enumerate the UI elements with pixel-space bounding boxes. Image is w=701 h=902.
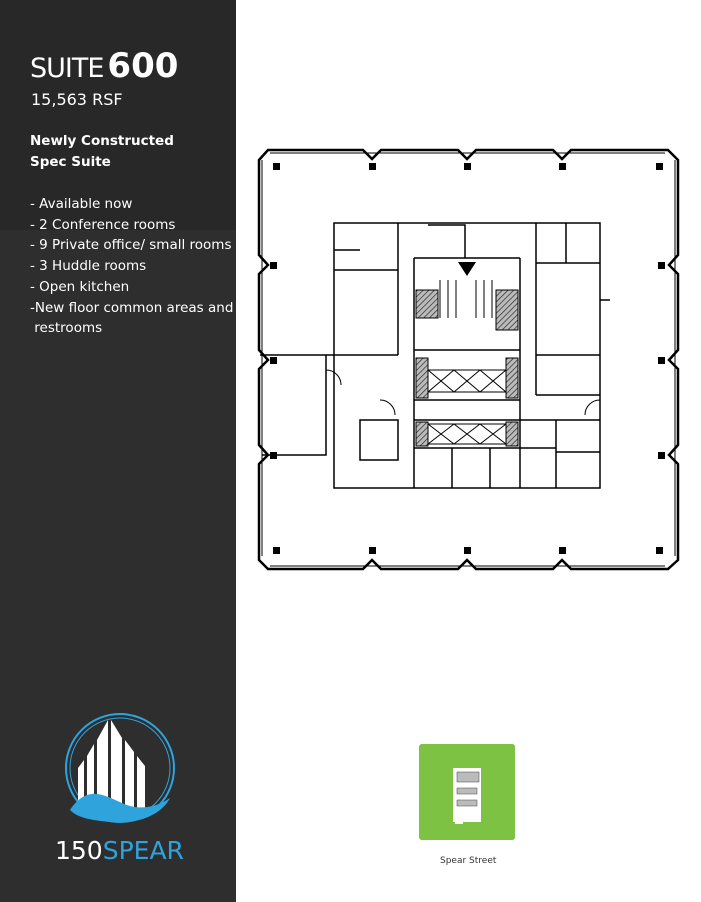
key-plan — [419, 744, 515, 840]
subtitle-line: Newly Constructed — [30, 133, 174, 149]
brand-wordmark: 150SPEAR — [55, 836, 184, 865]
suite-number: 600 — [107, 46, 179, 86]
feature-item: - 3 Huddle rooms — [30, 258, 147, 275]
floor-plan — [257, 148, 680, 571]
feature-item: - Open kitchen — [30, 278, 130, 295]
feature-list: - Available now - 2 Conference rooms - 9… — [30, 194, 233, 339]
brand-number: 150 — [55, 836, 103, 865]
feature-item: - Available now — [30, 196, 133, 212]
feature-item: -New floor common areas and — [30, 299, 234, 316]
building-logo-icon — [65, 713, 175, 823]
feature-item: restrooms — [30, 320, 103, 337]
brand-name: SPEAR — [102, 836, 184, 865]
subtitle-line: Spec Suite — [30, 154, 111, 170]
suite-subtitle: Newly Constructed Spec Suite — [30, 131, 174, 173]
street-label: Spear Street — [440, 856, 497, 866]
suite-area: 15,563 RSF — [31, 90, 123, 109]
sidebar-header-band — [0, 0, 236, 230]
suite-title-word: SUITE — [30, 53, 104, 84]
feature-item: - 9 Private office/ small rooms — [30, 237, 232, 254]
feature-item: - 2 Conference rooms — [30, 216, 176, 233]
